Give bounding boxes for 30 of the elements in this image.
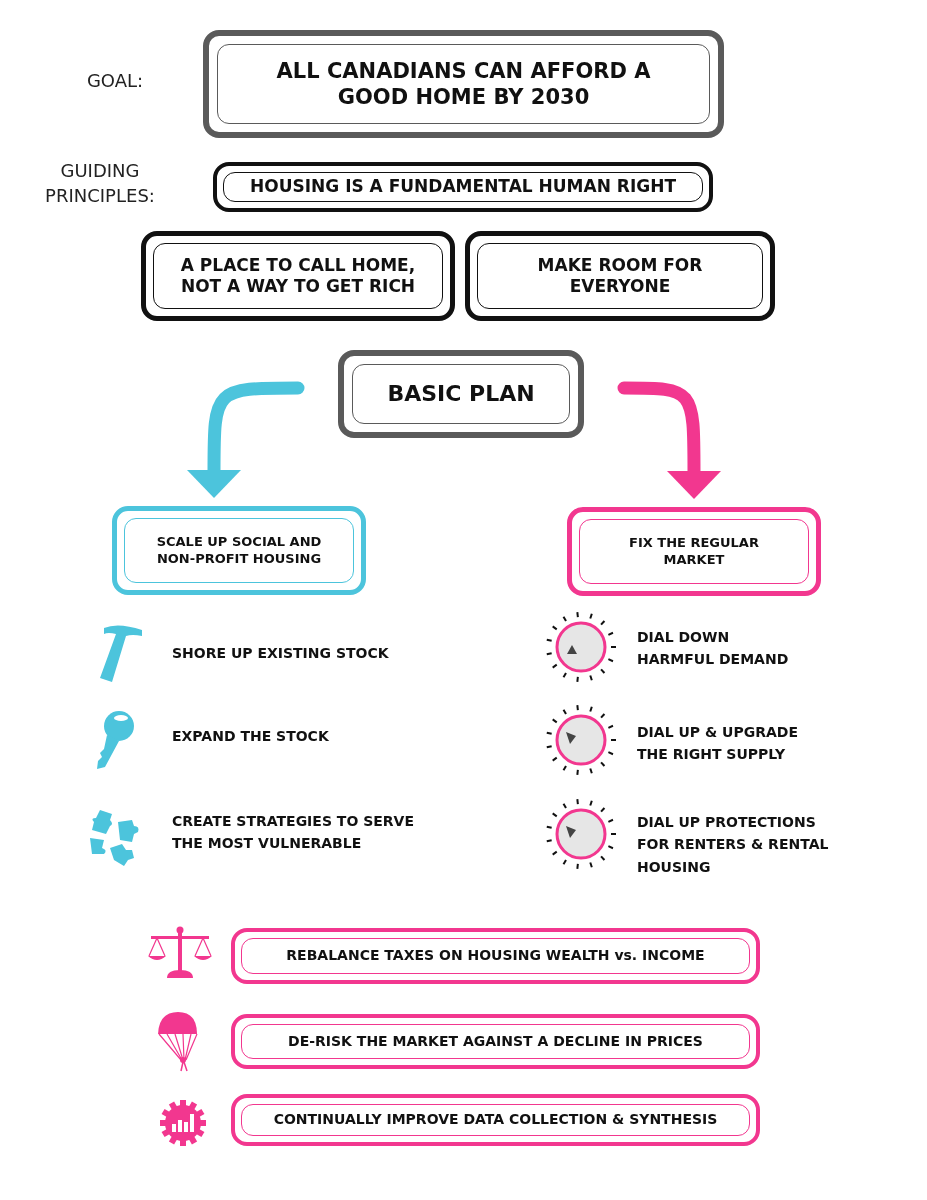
box-text: SCALE UP SOCIAL AND NON-PROFIT HOUSING [155, 534, 323, 567]
double-border-box [338, 350, 584, 438]
box-text: ALL CANADIANS CAN AFFORD A GOOD HOME BY 2030 [275, 57, 652, 111]
double-border-box [213, 162, 713, 212]
double-border-box [567, 507, 821, 596]
double-border-box [112, 506, 366, 595]
item-text: DIAL DOWN HARMFUL DEMAND [637, 628, 790, 670]
box-text: FIX THE REGULAR MARKET [629, 535, 759, 568]
side-label: GUIDING PRINCIPLES: [44, 159, 156, 209]
box-text: MAKE ROOM FOR EVERYONE [536, 254, 704, 298]
item-text: DIAL UP PROTECTIONS FOR RENTERS & RENTAL HOUSING [637, 813, 830, 877]
box-text: CONTINUALLY IMPROVE DATA COLLECTION & SYNTHESIS [273, 1111, 718, 1129]
box-text: HOUSING IS A FUNDAMENTAL HUMAN RIGHT [250, 176, 676, 198]
double-border-box [203, 30, 724, 138]
box-text: REBALANCE TAXES ON HOUSING WEALTH vs. INCOME [286, 947, 705, 965]
double-border-box [231, 1014, 760, 1069]
item-text: EXPAND THE STOCK [172, 727, 330, 746]
curved-arrow [187, 381, 305, 498]
box-text: BASIC PLAN [387, 380, 535, 408]
side-label: GOAL: [85, 69, 145, 93]
item-text: CREATE STRATEGIES TO SERVE THE MOST VULNERABLE [172, 812, 415, 854]
item-text: SHORE UP EXISTING STOCK [172, 644, 390, 663]
box-text: DE-RISK THE MARKET AGAINST A DECLINE IN PRICES [288, 1032, 703, 1051]
double-border-box [231, 928, 760, 984]
box-text: A PLACE TO CALL HOME, NOT A WAY TO GET RICH [179, 254, 417, 298]
double-border-box [141, 231, 455, 321]
double-border-box [465, 231, 775, 321]
curved-arrow [617, 381, 721, 499]
item-text: DIAL UP & UPGRADE THE RIGHT SUPPLY [637, 723, 799, 765]
double-border-box [231, 1094, 760, 1146]
